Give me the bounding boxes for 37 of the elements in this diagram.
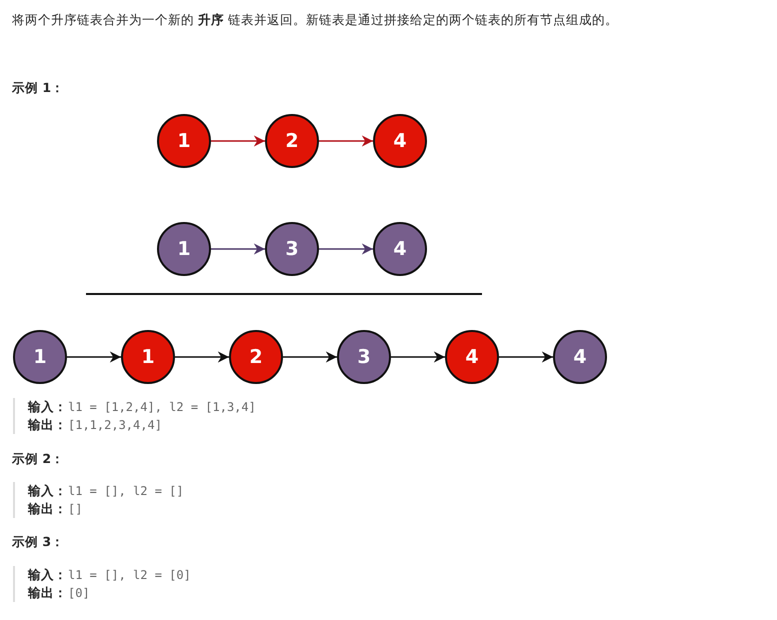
code-text: [] xyxy=(68,502,82,516)
arrow xyxy=(211,135,265,147)
example-heading: 示例 2： xyxy=(12,451,64,468)
arrow xyxy=(283,351,337,363)
arrow xyxy=(499,351,553,363)
list-node-circle: 4 xyxy=(553,330,607,384)
list-node-circle: 2 xyxy=(265,114,319,168)
list-node-circle: 2 xyxy=(229,330,283,384)
list-node-circle: 1 xyxy=(157,222,211,276)
list-node-circle: 1 xyxy=(121,330,175,384)
arrow xyxy=(319,135,373,147)
arrow xyxy=(175,351,229,363)
list-node-circle: 4 xyxy=(373,222,427,276)
field-label: 输入： xyxy=(28,399,67,416)
list-node-circle: 1 xyxy=(157,114,211,168)
field-label: 输出： xyxy=(28,417,67,434)
code-text: [1,1,2,3,4,4] xyxy=(68,418,162,432)
arrow xyxy=(67,351,121,363)
description-text: 将两个升序链表合并为一个新的 升序 链表并返回。新链表是通过拼接给定的两个链表的所有节点组成的。 xyxy=(12,12,618,29)
field-label: 输入： xyxy=(28,483,67,500)
code-text: l1 = [], l2 = [] xyxy=(68,484,184,498)
arrow xyxy=(211,243,265,255)
example-heading: 示例 1： xyxy=(12,80,64,97)
example-heading: 示例 3： xyxy=(12,534,64,551)
code-text: l1 = [1,2,4], l2 = [1,3,4] xyxy=(68,400,256,414)
code-text: l1 = [], l2 = [0] xyxy=(68,568,191,582)
list-node-circle: 4 xyxy=(445,330,499,384)
list-node-circle: 4 xyxy=(373,114,427,168)
list-node-circle: 3 xyxy=(337,330,391,384)
list-node-circle: 3 xyxy=(265,222,319,276)
field-label: 输入： xyxy=(28,567,67,584)
field-label: 输出： xyxy=(28,585,67,602)
code-text: [0] xyxy=(68,586,90,600)
arrow xyxy=(319,243,373,255)
arrow xyxy=(391,351,445,363)
field-label: 输出： xyxy=(28,501,67,518)
list-node-circle: 1 xyxy=(13,330,67,384)
